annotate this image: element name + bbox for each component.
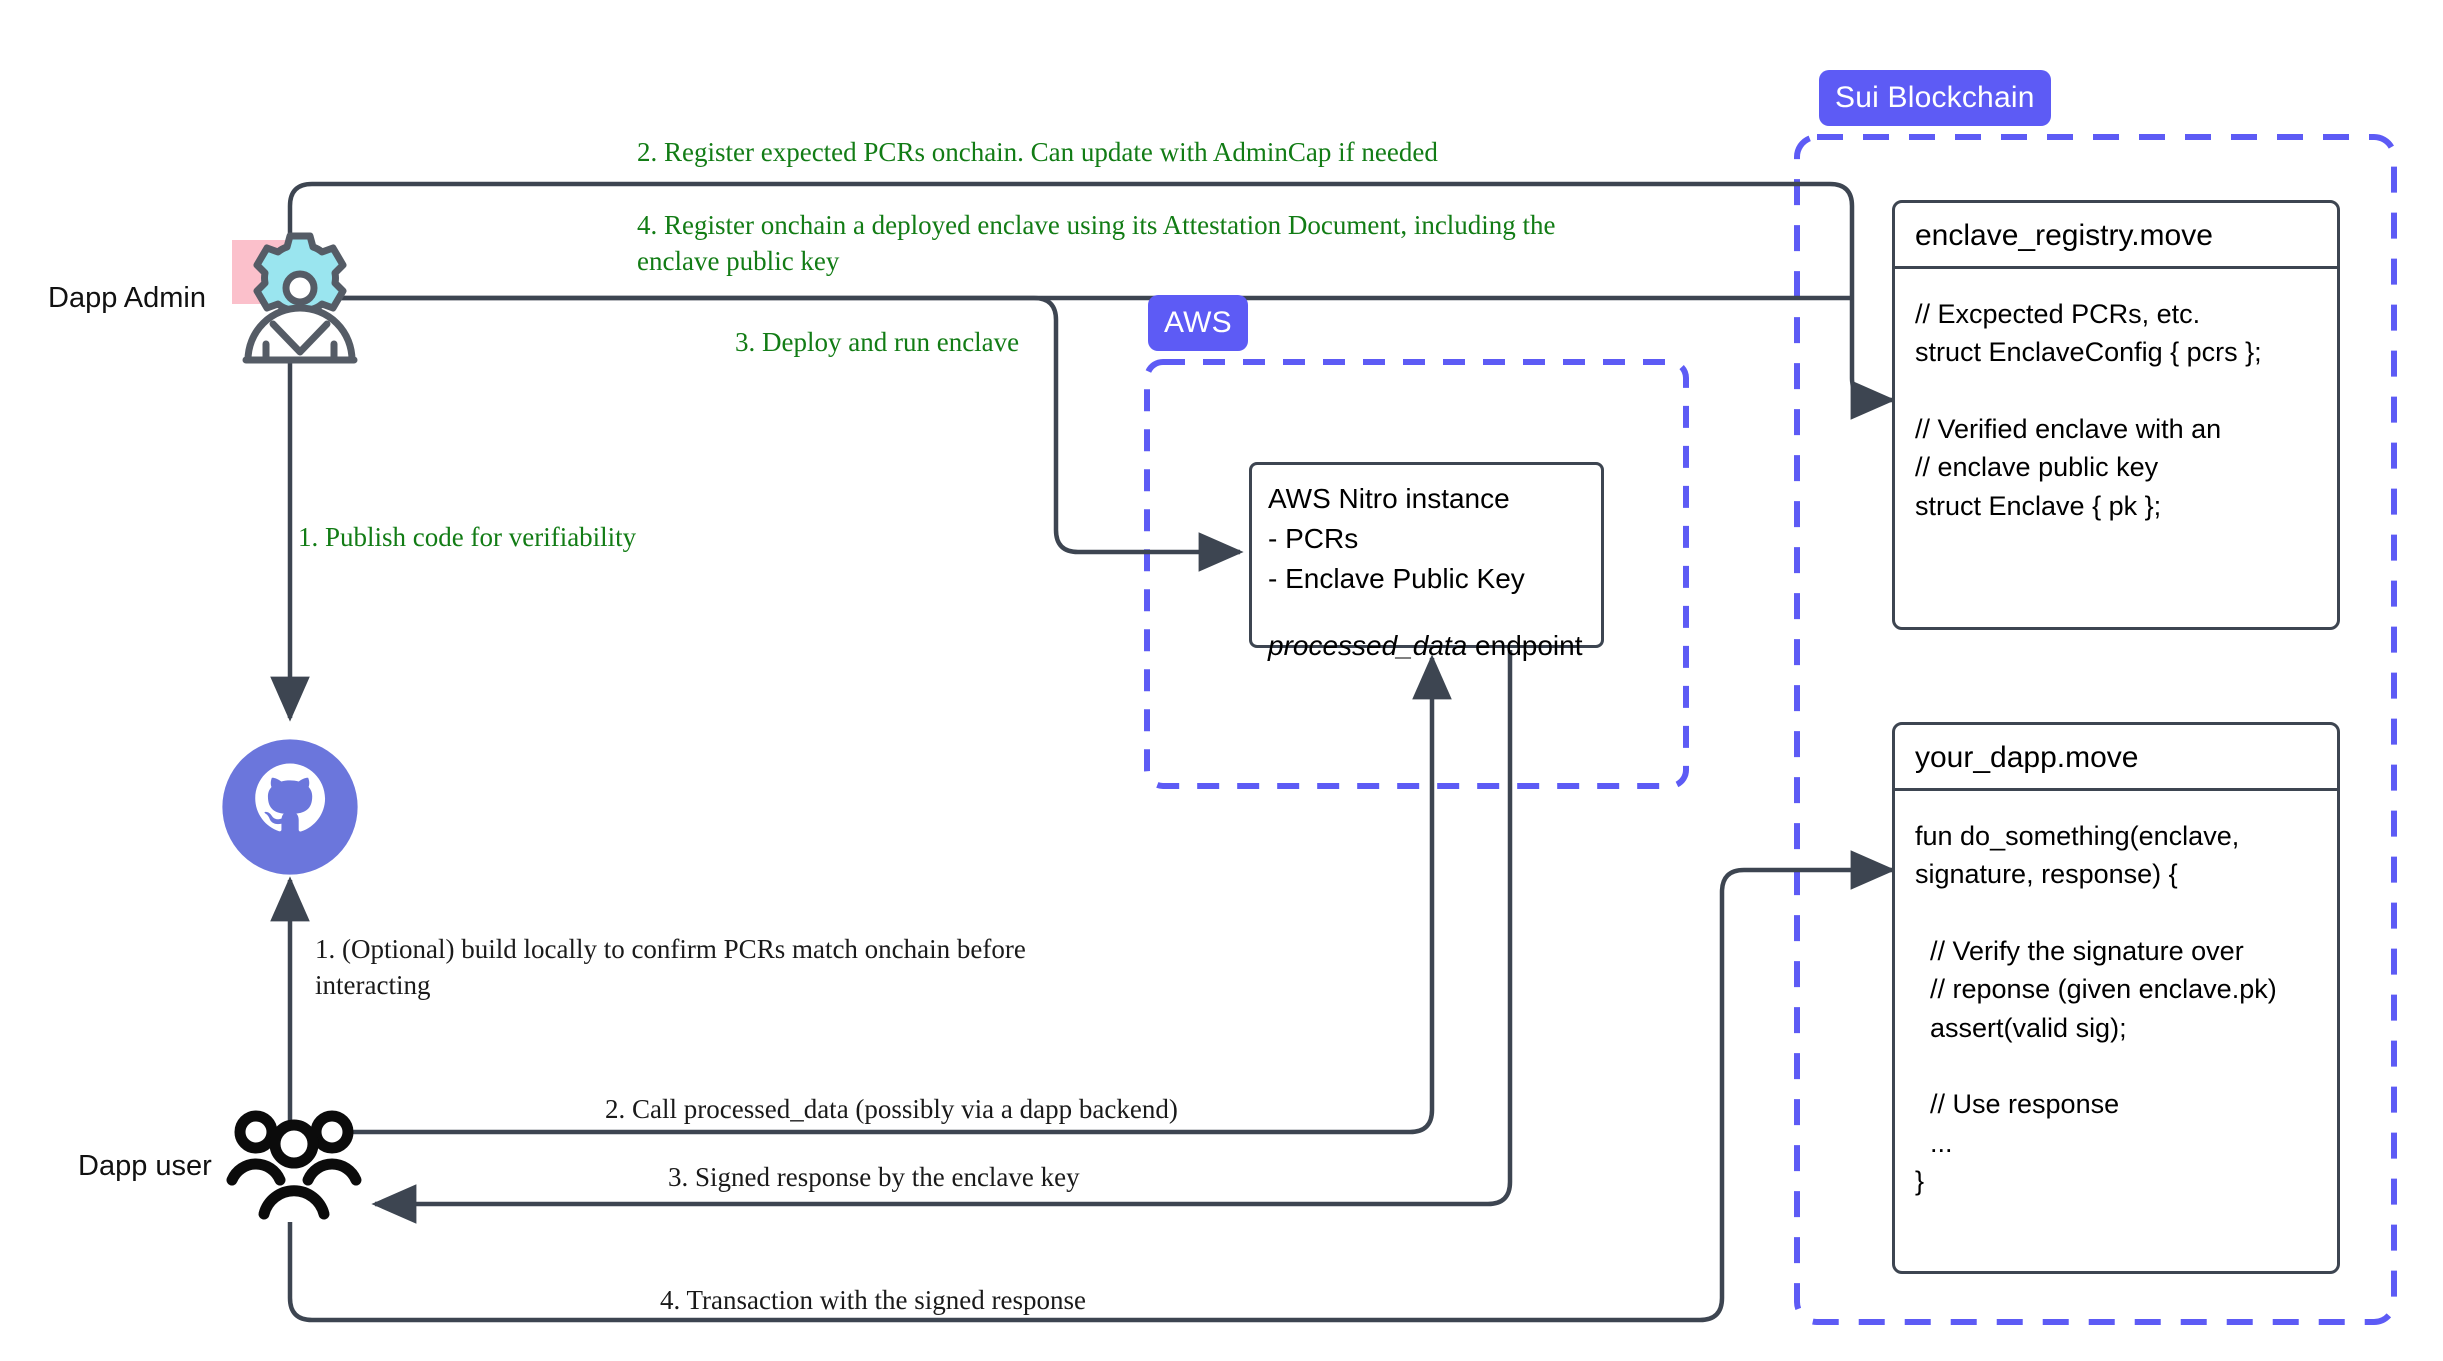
nitro-line-pcrs: - PCRs <box>1268 522 1359 554</box>
your-dapp-code: fun do_something(enclave, signature, res… <box>1915 821 2277 1196</box>
github-icon[interactable] <box>221 738 359 876</box>
your-dapp-title: your_dapp.move <box>1895 725 2337 791</box>
dapp-user-label: Dapp user <box>78 1150 212 1182</box>
edge-label-call-processed-data: 2. Call processed_data (possibly via a d… <box>605 1094 1178 1124</box>
aws-zone-badge: AWS <box>1148 295 1248 351</box>
edge-label-register-pcrs: 2. Register expected PCRs onchain. Can u… <box>637 137 1438 167</box>
enclave-registry-code: // Excpected PCRs, etc. struct EnclaveCo… <box>1915 299 2262 521</box>
edge-signed-response <box>371 650 1513 1224</box>
aws-zone-boundary <box>1144 359 1689 789</box>
sui-zone-badge: Sui Blockchain <box>1819 70 2051 126</box>
gear-icon <box>253 232 347 324</box>
person-body-icon <box>242 304 358 364</box>
dapp-admin-label: Dapp Admin <box>48 282 206 314</box>
nitro-line-pubkey: - Enclave Public Key <box>1268 562 1525 594</box>
nitro-endpoint-suffix: endpoint <box>1467 630 1583 662</box>
enclave-registry-title: enclave_registry.move <box>1895 203 2337 269</box>
edge-label-register-enclave: 4. Register onchain a deployed enclave u… <box>637 210 1556 276</box>
nitro-line-title: AWS Nitro instance <box>1268 483 1510 514</box>
edge-register-pcrs <box>287 181 1896 420</box>
edge-call-processed-data <box>345 654 1452 1135</box>
your-dapp-box: your_dapp.move fun do_something(enclave,… <box>1892 722 2340 1274</box>
aws-nitro-instance-box: AWS Nitro instance - PCRs - Enclave Publ… <box>1249 462 1604 661</box>
nitro-endpoint: processed_data endpoint <box>1268 626 1585 666</box>
edge-label-build-locally: 1. (Optional) build locally to confirm P… <box>315 934 1026 1000</box>
sui-zone-badge-label: Sui Blockchain <box>1835 81 2035 114</box>
enclave-registry-box: enclave_registry.move // Excpected PCRs,… <box>1892 200 2340 630</box>
edge-label-transaction: 4. Transaction with the signed response <box>660 1285 1086 1315</box>
sui-zone-boundary <box>1794 134 2397 1325</box>
edge-label-publish-code: 1. Publish code for verifiability <box>298 522 637 552</box>
aws-zone-badge-label: AWS <box>1164 306 1232 339</box>
edge-deploy-enclave <box>340 295 1244 572</box>
edge-transaction <box>287 850 1896 1323</box>
users-group-icon <box>226 1110 362 1220</box>
nitro-spacer <box>1268 598 1585 626</box>
edge-label-signed-response: 3. Signed response by the enclave key <box>668 1162 1080 1192</box>
nitro-endpoint-name: processed_data <box>1268 630 1468 662</box>
admin-gear-person-icon <box>242 232 358 364</box>
edge-label-deploy-enclave: 3. Deploy and run enclave <box>735 327 1020 357</box>
